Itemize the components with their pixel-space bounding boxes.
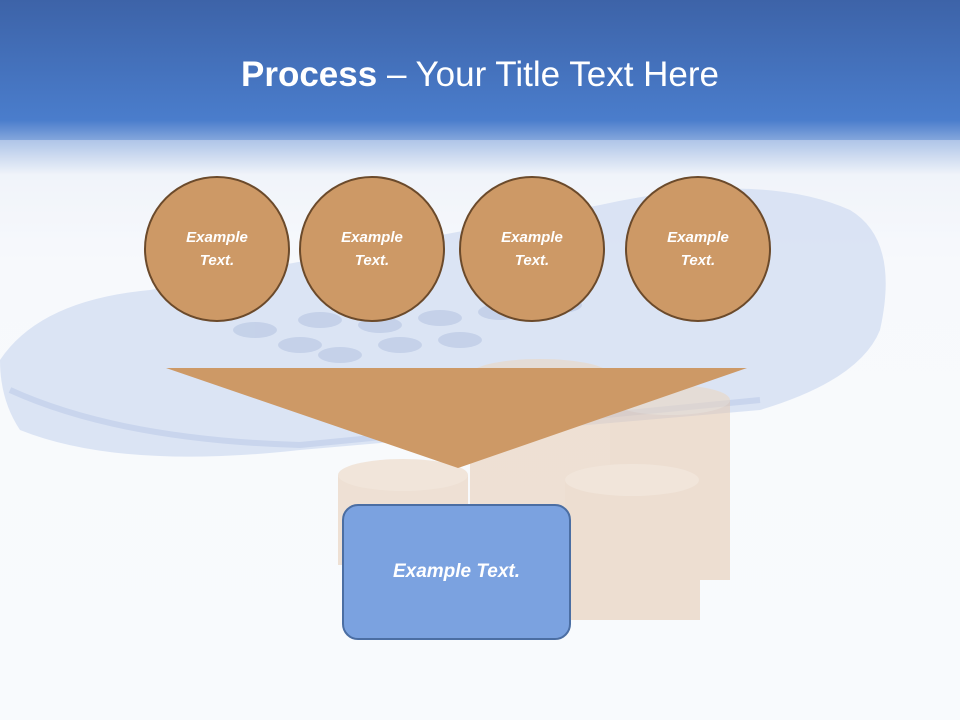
result-box[interactable]: Example Text. xyxy=(342,504,571,640)
result-box-label: Example Text. xyxy=(392,561,521,582)
process-circle-1[interactable]: Example Text. xyxy=(144,176,290,322)
process-circle-2-label: Example Text. xyxy=(341,229,403,269)
process-circle-4[interactable]: Example Text. xyxy=(625,176,771,322)
process-circle-4-label: Example Text. xyxy=(667,229,729,269)
process-circle-3[interactable]: Example Text. xyxy=(459,176,605,322)
process-circle-2[interactable]: Example Text. xyxy=(299,176,445,322)
process-circle-3-label: Example Text. xyxy=(501,229,563,269)
process-circle-1-label: Example Text. xyxy=(186,229,248,269)
title-bold: Process xyxy=(241,55,378,94)
page-title: Process – Your Title Text Here xyxy=(0,52,960,98)
title-rest: – Your Title Text Here xyxy=(377,55,719,94)
